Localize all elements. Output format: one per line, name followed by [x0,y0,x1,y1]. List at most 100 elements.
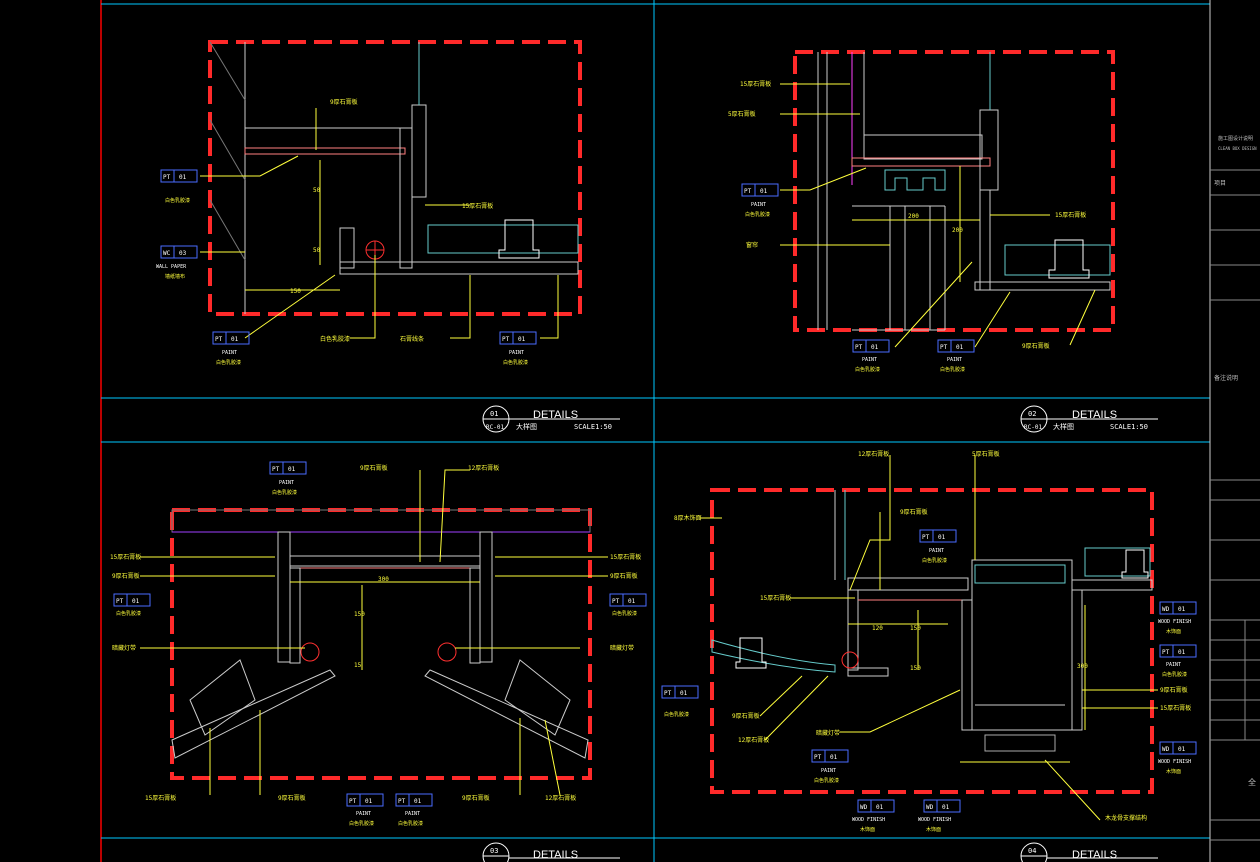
d1-title-block: 01 RC-01 DETAILS 大样图 SCALE1:50 [482,405,620,433]
detail-01: 9厚石膏板 15厚石膏板 50 50 150 白色乳胶漆 石膏线条 PT 01 … [156,40,620,433]
svg-text:白色乳胶漆: 白色乳胶漆 [349,820,374,827]
d4-tag-5: WD 01 WOOD FINISH 木饰面 [852,799,895,833]
detail-01-frame [208,40,582,316]
svg-text:01: 01 [956,344,964,351]
svg-text:01: 01 [365,798,373,805]
d1-tag-3: PT 01 PAINT 白色乳胶漆 [499,331,537,366]
tb-project: 项目 [1214,180,1226,187]
svg-text:PAINT: PAINT [751,202,766,208]
svg-text:01: 01 [288,466,296,473]
d1-title: DETAILS [533,409,578,421]
d4-label-5: 9厚石膏板 [732,712,760,720]
tb-mark: 全 [1248,777,1256,787]
d4-num: 04 [1028,847,1036,855]
d3-label-2: 15厚石膏板 [110,553,141,561]
svg-text:PT: PT [814,754,822,761]
svg-text:01: 01 [760,188,768,195]
d4-label-12: 150 [910,625,921,632]
d2-num: 02 [1028,410,1036,418]
svg-text:WALL PAPER: WALL PAPER [156,264,187,270]
d2-label-4: 200 [908,213,919,220]
svg-text:WD: WD [1162,746,1170,753]
d3-label-7: 暗藏灯带 [610,644,634,652]
d2-sheet: RC-01 [1024,424,1042,431]
svg-text:01: 01 [830,754,838,761]
d2-label-2: 窗帘 [746,241,758,249]
svg-text:白色乳胶漆: 白色乳胶漆 [664,711,689,718]
svg-text:WOOD FINISH: WOOD FINISH [1158,619,1191,625]
d2-scale: SCALE1:50 [1110,423,1148,431]
svg-text:WOOD FINISH: WOOD FINISH [918,817,951,823]
svg-text:PT: PT [502,336,510,343]
detail-04-frame [710,488,1154,794]
d4-tag-6: WD 01 WOOD FINISH 木饰面 [918,799,961,833]
detail-04: 12厚石膏板 5厚石膏板 8厚木饰面 9厚石膏板 15厚石膏板 9厚石膏板 12… [661,450,1197,862]
svg-text:白色乳胶漆: 白色乳胶漆 [745,211,770,218]
svg-text:PAINT: PAINT [862,357,877,363]
d1-label-2: 50 [313,187,321,194]
d3-label-10: 9厚石膏板 [462,794,490,802]
svg-text:PAINT: PAINT [509,350,524,356]
detail-03-frame [170,508,592,780]
d2-label-3: 15厚石膏板 [1055,211,1086,219]
d2-name: 大样图 [1053,422,1074,431]
svg-text:PAINT: PAINT [405,811,420,817]
svg-text:01: 01 [871,344,879,351]
d4-label-6: 12厚石膏板 [738,736,769,744]
svg-text:PT: PT [922,534,930,541]
detail-02-frame [793,50,1115,332]
d4-title: DETAILS [1072,849,1117,861]
d4-label-13: 150 [910,665,921,672]
d3-label-13: 150 [354,611,365,618]
svg-text:PT: PT [940,344,948,351]
svg-text:白色乳胶漆: 白色乳胶漆 [216,359,241,366]
d1-label-5: 白色乳胶漆 [320,335,350,343]
d1-sheet: RC-01 [486,424,504,431]
d4-label-7: 暗藏灯带 [816,729,840,737]
d1-label-1: 15厚石膏板 [462,202,493,210]
svg-text:白色乳胶漆: 白色乳胶漆 [398,820,423,827]
d3-num: 03 [490,847,498,855]
svg-text:01: 01 [1178,606,1186,613]
d2-label-1: 5厚石膏板 [728,110,756,118]
svg-text:木饰面: 木饰面 [860,826,875,833]
tb-company-en: CLEAN BOX DESIGN [1218,146,1257,151]
d2-label-5: 200 [952,227,963,234]
d4-label-10: 木龙骨支撑结构 [1105,814,1147,822]
title-block: 施工图设计说明 CLEAN BOX DESIGN 项目 备注说明 全 [1210,135,1260,841]
d4-label-1: 5厚石膏板 [972,450,1000,458]
d3-title: DETAILS [533,849,578,861]
d3-label-8: 15厚石膏板 [145,794,176,802]
d4-label-3: 9厚石膏板 [900,508,928,516]
svg-text:03: 03 [179,250,187,257]
d4-label-2: 8厚木饰面 [674,514,702,522]
svg-text:白色乳胶漆: 白色乳胶漆 [922,557,947,564]
d3-label-4: 15厚石膏板 [610,553,641,561]
d2-label-0: 15厚石膏板 [740,80,771,88]
svg-text:WOOD FINISH: WOOD FINISH [852,817,885,823]
svg-text:PT: PT [349,798,357,805]
d3-label-9: 9厚石膏板 [278,794,306,802]
svg-text:白色乳胶漆: 白色乳胶漆 [855,366,880,373]
svg-text:白色乳胶漆: 白色乳胶漆 [612,610,637,617]
d2-label-6: 9厚石膏板 [1022,342,1050,350]
svg-text:PT: PT [163,174,171,181]
d3-label-0: 9厚石膏板 [360,464,388,472]
d4-label-8: 9厚石膏板 [1160,686,1188,694]
svg-text:WC: WC [163,250,171,257]
d2-title-block: 02 RC-01 DETAILS 大样图 SCALE1:50 [1020,405,1158,433]
svg-text:白色乳胶漆: 白色乳胶漆 [165,197,190,204]
svg-text:PT: PT [664,690,672,697]
d4-tag-7: WD 01 WOOD FINISH 木饰面 [1158,741,1197,775]
d4-label-11: 120 [872,625,883,632]
d1-tag-0: PT 01 白色乳胶漆 [160,169,198,204]
d3-label-12: 300 [378,576,389,583]
d1-label-3: 50 [313,247,321,254]
d4-tag-0: PT 01 PAINT 白色乳胶漆 [919,529,957,564]
d1-num: 01 [490,410,498,418]
d4-tag-3: PT 01 白色乳胶漆 [661,685,699,718]
svg-text:白色乳胶漆: 白色乳胶漆 [116,610,141,617]
svg-text:PT: PT [855,344,863,351]
d3-tag-4: PT 01 PAINT 白色乳胶漆 [395,793,433,827]
d3-tag-1: PT 01 白色乳胶漆 [113,593,151,617]
